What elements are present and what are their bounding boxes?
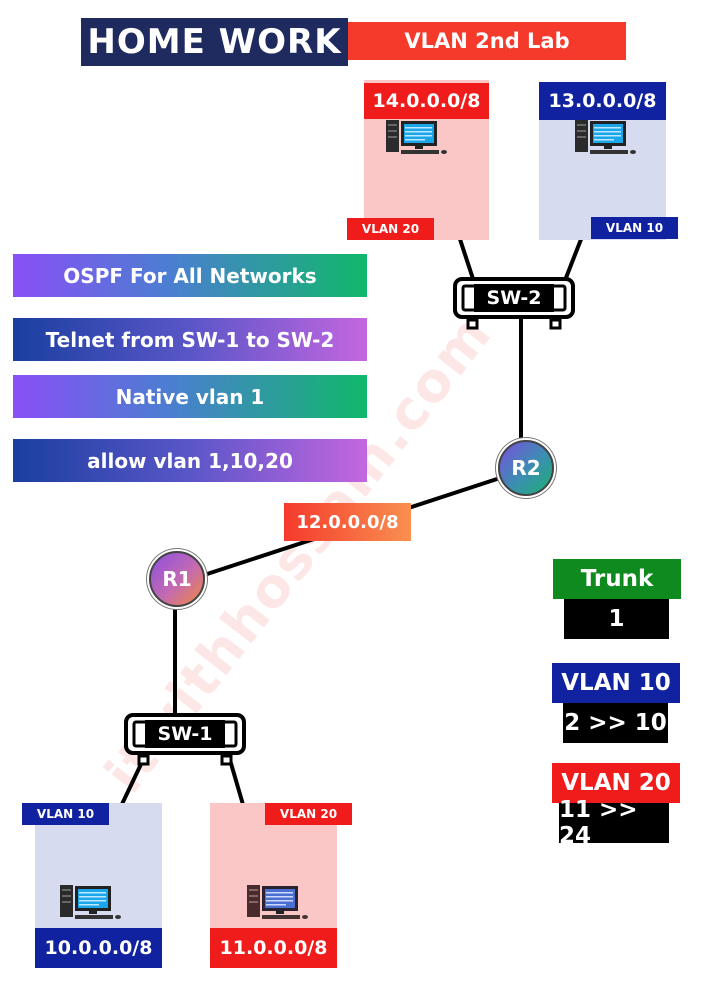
page-subtitle: VLAN 2nd Lab xyxy=(348,22,626,60)
vlan-tag-11: VLAN 20 xyxy=(265,803,352,825)
router-r1[interactable]: R1 xyxy=(149,551,205,607)
pc-icon-10[interactable] xyxy=(58,883,122,925)
network-label-13: 13.0.0.0/8 xyxy=(539,82,666,120)
vlan-tag-10: VLAN 10 xyxy=(22,803,109,825)
page-title: HOME WORK xyxy=(81,18,348,66)
task-native-vlan: Native vlan 1 xyxy=(13,375,367,418)
legend-vlan10-ports: 2 >> 10 xyxy=(563,703,668,743)
legend-vlan10-label: VLAN 10 xyxy=(552,663,680,703)
legend-trunk-label: Trunk xyxy=(553,559,681,599)
vlan-tag-13: VLAN 10 xyxy=(591,217,678,239)
task-ospf: OSPF For All Networks xyxy=(13,254,367,297)
task-allow-vlan: allow vlan 1,10,20 xyxy=(13,439,367,482)
switch-label-sw2: SW-2 xyxy=(474,284,554,312)
vlan-tag-14: VLAN 20 xyxy=(347,218,434,240)
pc-icon-11[interactable] xyxy=(245,883,309,925)
pc-icon-14[interactable] xyxy=(384,118,448,160)
network-label-11: 11.0.0.0/8 xyxy=(210,928,337,968)
network-label-10: 10.0.0.0/8 xyxy=(35,928,162,968)
legend-vlan20-ports: 11 >> 24 xyxy=(559,797,669,849)
legend-vlan20-label: VLAN 20 xyxy=(552,763,680,803)
legend-trunk-ports: 1 xyxy=(564,599,669,639)
router-link-network-label: 12.0.0.0/8 xyxy=(284,503,411,541)
network-label-14: 14.0.0.0/8 xyxy=(364,83,489,119)
router-r2[interactable]: R2 xyxy=(498,440,554,496)
task-telnet: Telnet from SW-1 to SW-2 xyxy=(13,318,367,361)
switch-label-sw1: SW-1 xyxy=(145,720,225,748)
pc-icon-13[interactable] xyxy=(573,118,637,160)
